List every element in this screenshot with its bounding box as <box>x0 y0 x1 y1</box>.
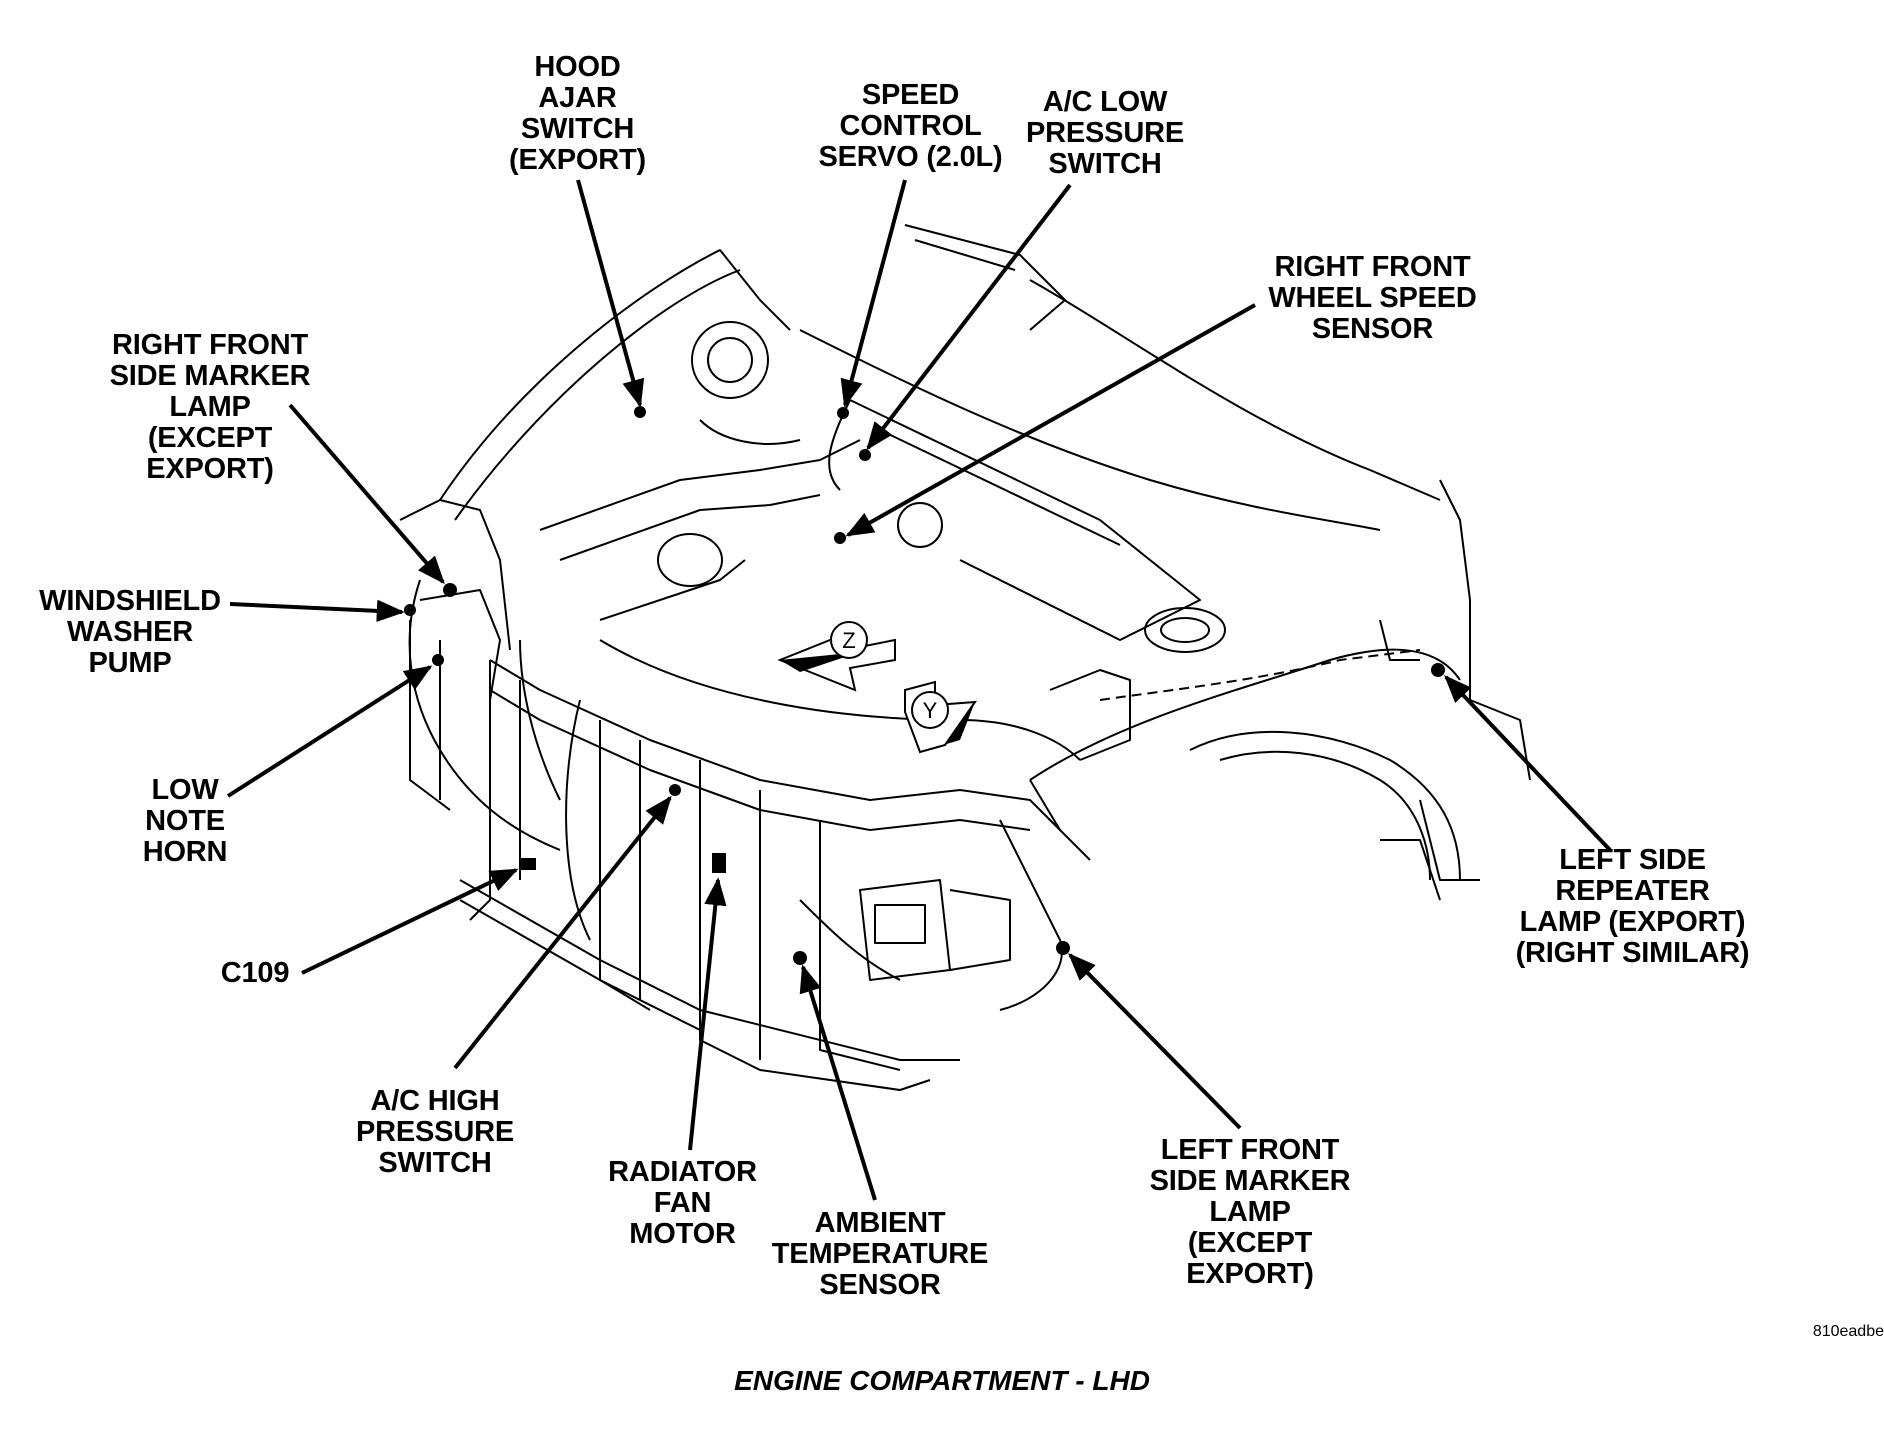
label-windshield-washer-pump: WINDSHIELD WASHER PUMP <box>39 585 221 679</box>
label-rf-side-marker-lamp: RIGHT FRONT SIDE MARKER LAMP (EXCEPT EXP… <box>109 329 311 485</box>
leader-ac-low <box>866 183 1072 451</box>
low-note-horn-marker <box>432 654 444 666</box>
radiator-fan-motor-marker <box>712 853 726 873</box>
label-c109: C109 <box>220 957 290 989</box>
label-radiator-fan-motor: RADIATOR FAN MOTOR <box>608 1156 757 1250</box>
speed-control-servo-marker <box>837 407 849 419</box>
figure-id: 810eadbe <box>1812 1323 1884 1340</box>
z-axis-label: Z <box>842 628 855 653</box>
leader-ls-repeater <box>1444 674 1612 852</box>
label-lf-side-marker-lamp: LEFT FRONT SIDE MARKER LAMP (EXCEPT EXPO… <box>1149 1134 1351 1290</box>
hood-ajar-switch-marker <box>634 406 646 418</box>
label-rf-wheel-speed-sensor: RIGHT FRONT WHEEL SPEED SENSOR <box>1268 251 1477 345</box>
y-axis-label: Y <box>923 698 938 723</box>
label-low-note-horn: LOW NOTE HORN <box>142 774 228 868</box>
leader-speed-control <box>840 179 907 408</box>
lf-side-marker-lamp-marker <box>1056 941 1070 955</box>
ac-high-pressure-switch-marker <box>669 784 681 796</box>
c109-marker <box>520 858 536 870</box>
figure-caption: ENGINE COMPARTMENT - LHD <box>734 1365 1150 1396</box>
label-hood-ajar-switch: HOOD AJAR SWITCH (EXPORT) <box>509 51 646 176</box>
leader-c109 <box>301 868 519 975</box>
label-ac-high-pressure-switch: A/C HIGH PRESSURE SWITCH <box>356 1085 514 1179</box>
rf-side-marker-lamp-marker <box>443 583 457 597</box>
label-ls-repeater-lamp: LEFT SIDE REPEATER LAMP (EXPORT) (RIGHT … <box>1515 844 1750 969</box>
rf-wheel-speed-sensor-marker <box>834 532 846 544</box>
component-markers <box>404 406 1445 965</box>
body-structure <box>399 224 1531 1091</box>
leader-ambient-temp <box>799 964 877 1201</box>
leader-lines <box>226 179 1612 1201</box>
label-ac-low-pressure-switch: A/C LOW PRESSURE SWITCH <box>1026 86 1184 180</box>
leader-lf-side-marker <box>1068 953 1242 1130</box>
label-speed-control-servo: SPEED CONTROL SERVO (2.0L) <box>818 79 1003 173</box>
axis-indicators: Z Y <box>777 621 978 754</box>
leader-radiator-fan <box>688 877 727 1151</box>
washer-pump-marker <box>404 604 416 616</box>
label-ambient-temperature-sensor: AMBIENT TEMPERATURE SENSOR <box>771 1207 989 1301</box>
ambient-temp-sensor-marker <box>793 951 807 965</box>
leader-low-note-horn <box>226 665 433 798</box>
leader-washer-pump <box>229 599 405 623</box>
ls-repeater-lamp-marker <box>1431 663 1445 677</box>
leader-ac-high <box>453 795 672 1070</box>
leader-rf-wheel-speed <box>845 303 1256 537</box>
ac-low-pressure-switch-marker <box>859 449 871 461</box>
leader-rf-side-marker <box>288 403 445 585</box>
leader-hood-ajar <box>576 179 645 408</box>
